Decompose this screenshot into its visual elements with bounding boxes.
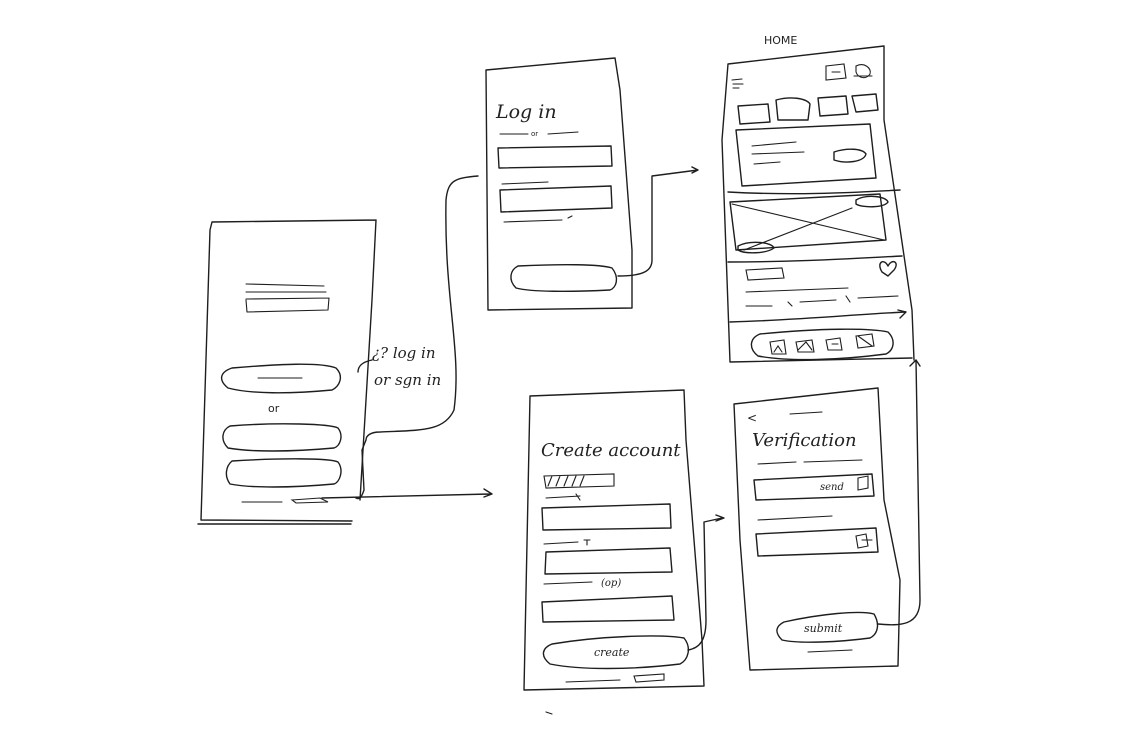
create-button-label: create [594,646,630,659]
home-nav-icon-1[interactable] [769,339,787,355]
verification-top-line [789,411,823,415]
login-or: or [531,130,538,138]
welcome-google-button[interactable] [222,423,342,452]
create-name-label [545,493,581,501]
verification-frame [733,387,901,671]
arrow-to-home [617,166,699,277]
verification-code-field[interactable] [753,473,875,501]
login-or-line-right [547,131,579,135]
arrow-to-create [321,488,493,499]
home-nav-icon-4[interactable] [855,333,875,349]
home-notification-icon[interactable] [825,63,847,81]
welcome-logo-lines [245,283,330,313]
create-footer-link[interactable] [565,673,665,683]
home-divider-mid [727,255,903,263]
create-button[interactable] [542,635,690,670]
home-promo-button[interactable] [833,148,867,163]
login-password-field[interactable] [499,185,613,213]
verification-input-icon[interactable] [855,533,873,549]
login-frame [485,57,633,311]
verification-back[interactable]: < [747,411,757,425]
home-favorite-icon[interactable] [879,260,897,277]
welcome-frame [197,219,377,525]
home-image-placeholder [729,193,887,251]
create-optional-label-line [543,581,593,585]
home-image-cross [731,203,885,251]
create-title: Create account [541,440,681,461]
arrow-verification-to-home [877,359,921,626]
home-menu-icon[interactable] [731,78,744,89]
create-email-field[interactable] [544,547,673,575]
home-promo-card[interactable] [735,123,877,187]
verification-footer-line [807,649,853,653]
home-profile-icon[interactable] [853,64,873,79]
create-name-field[interactable] [541,503,672,531]
home-category-3[interactable] [817,95,849,117]
home-category-4[interactable] [851,93,879,113]
verification-input-field[interactable] [755,527,879,557]
login-screen: Log in or [485,57,633,311]
welcome-signup-button[interactable] [225,458,342,488]
create-optional-label: (op) [601,578,621,589]
create-frame [523,389,705,691]
verification-label-line [757,515,833,521]
verification-submit-label: submit [804,622,843,635]
create-optional-field[interactable] [541,595,675,623]
login-forgot-link[interactable] [503,215,573,223]
home-divider-top [727,189,901,195]
home-nav-icon-2[interactable] [795,339,815,353]
flow-bracket [355,175,479,500]
login-email-field[interactable] [497,145,613,169]
welcome-login-button[interactable] [221,363,342,394]
welcome-create-link[interactable] [241,497,329,504]
verification-send[interactable]: send [820,482,844,493]
create-footer-mark [545,711,553,715]
home-divider-bottom [729,309,907,323]
home-image-tag-right[interactable] [855,195,889,208]
home-image-tag-left[interactable] [737,241,775,254]
verification-submit-button[interactable] [776,611,879,643]
welcome-or: or [268,402,280,415]
create-account-screen: Create account (op) create [523,389,705,715]
arrow-to-verification [687,514,725,651]
home-screen [721,45,915,363]
verification-subtitle-lines [757,459,863,465]
home-category-1[interactable] [737,103,771,125]
home-nav-icon-3[interactable] [825,337,843,351]
flow-label-line-2: or sgn in [374,371,441,389]
create-avatar-scribble [543,473,615,489]
verification-title: Verification [752,430,857,451]
home-item-lines [745,287,899,307]
verification-screen: < Verification send submit [733,387,901,671]
create-email-label [543,539,591,546]
verification-send-icon[interactable] [857,475,869,491]
home-item-box [745,267,785,281]
home-heading: HOME [764,34,797,47]
login-password-label [501,181,549,185]
login-button[interactable] [510,263,618,293]
login-title: Log in [495,101,557,123]
home-bottom-nav[interactable] [750,328,894,361]
home-category-2[interactable] [775,97,811,121]
welcome-screen: or [197,219,377,525]
home-promo-lines [751,141,805,165]
flow-label-line-1: ¿? log in [372,344,436,362]
